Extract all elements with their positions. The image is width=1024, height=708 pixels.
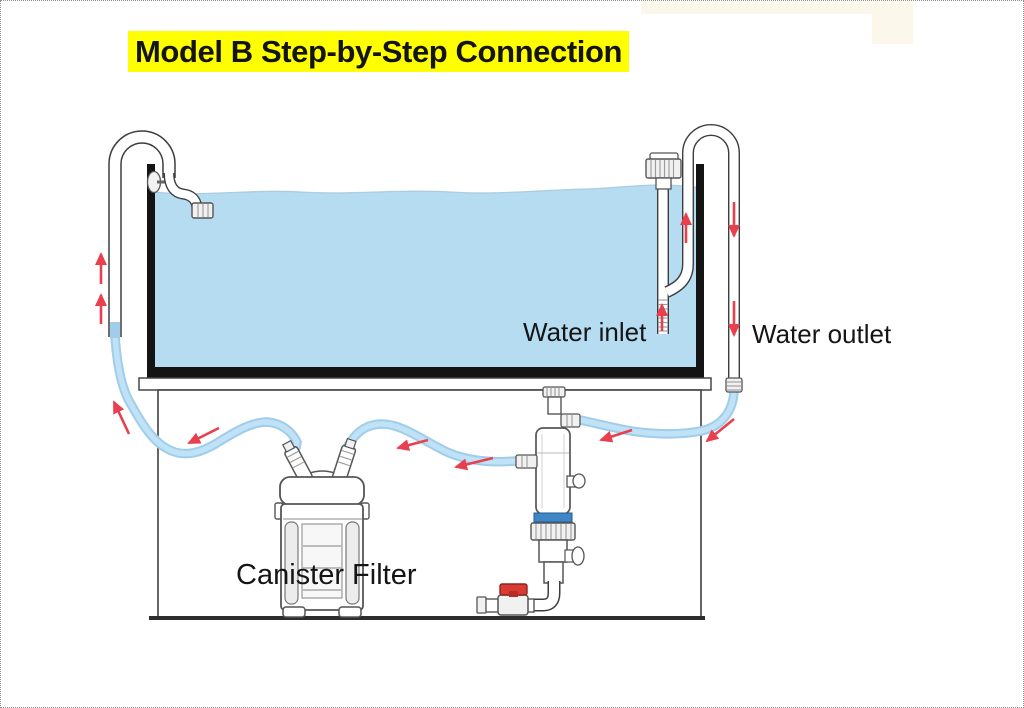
flow-arrow [599,428,633,443]
flow-arrow [396,438,429,451]
flow-arrows [95,202,740,471]
flow-arrow [187,426,220,445]
canister-filter [274,437,370,618]
water-outlet-label: Water outlet [752,319,892,349]
aquarium-tank [147,164,704,378]
page-title: Model B Step-by-Step Connection [128,31,630,72]
tank-water [153,184,698,368]
stand-top-board [138,377,712,391]
flow-arrow [705,417,735,443]
outlet-tube-fitting [725,377,743,393]
faded-highlight-remnant [641,1,913,44]
water-inlet-label: Water inlet [523,317,647,347]
flow-arrow [454,456,494,471]
filter-media-window [301,523,343,599]
priming-cap [645,152,682,190]
filter-to-prefilter-hose [342,419,523,467]
inline-prefilter-assembly [476,386,586,616]
prefilter-inlet-port [560,413,581,428]
outflow-pipe-assembly [108,130,214,338]
prefilter-blue-ring [533,512,573,523]
outlet-hose [575,386,739,439]
prefilter-collar [530,522,576,541]
filter-lid [279,476,365,506]
ball-valve [476,583,529,616]
return-hose [110,330,302,459]
prefilter-body [535,427,571,515]
flow-arrow [112,400,131,435]
canister-filter-label: Canister Filter [236,559,417,591]
tank-stand [138,377,712,620]
